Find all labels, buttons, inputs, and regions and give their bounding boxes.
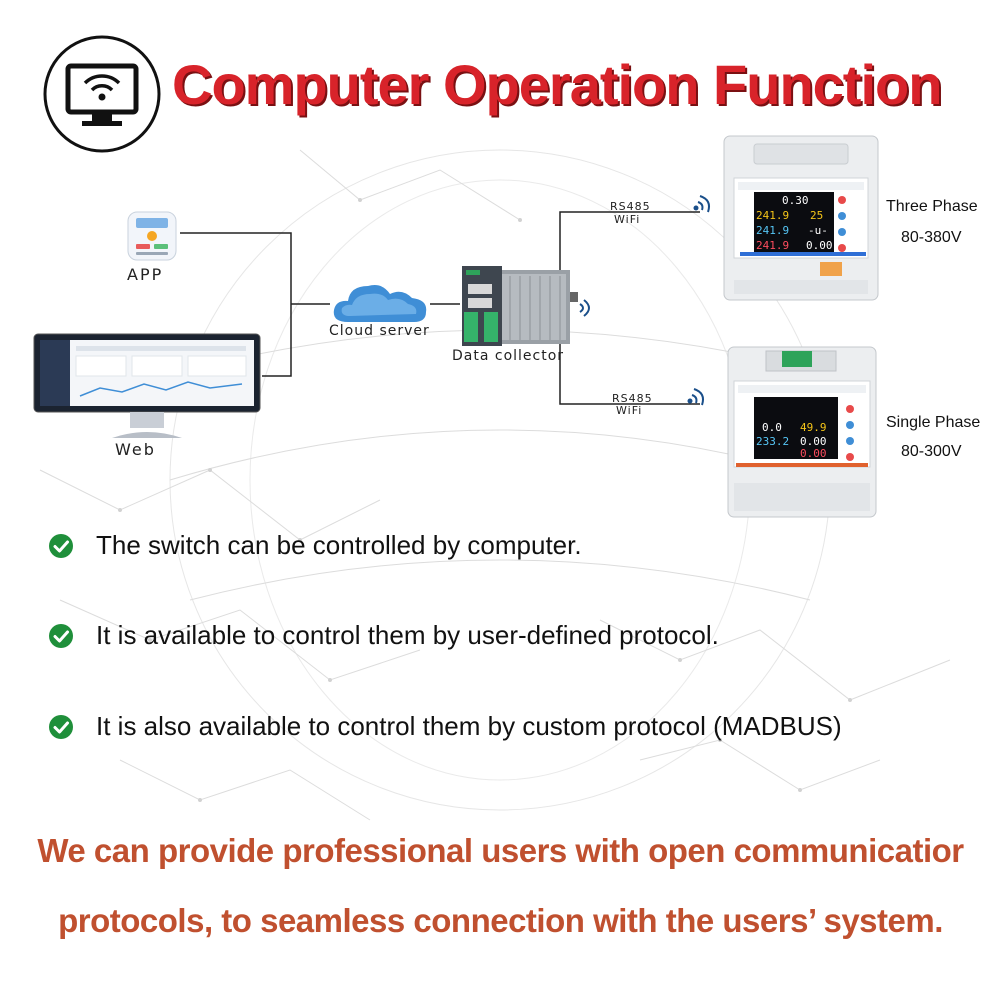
cloud-icon	[333, 285, 427, 322]
meter-top-reading-6: 0.00	[806, 239, 833, 252]
meter-bottom-reading-0: 0.0	[762, 421, 782, 434]
meter-top-reading-3: 241.9	[756, 224, 789, 237]
check-circle-icon	[49, 623, 73, 648]
feature-text: It is available to control them by user-…	[96, 620, 719, 650]
meter-top-reading-2: 25	[810, 209, 823, 222]
meter-bottom-reading-2: 233.2	[756, 435, 789, 448]
single-phase-name: Single Phase	[886, 414, 981, 431]
meter-top-reading-4: -u-	[808, 224, 828, 237]
feature-text: It is also available to control them by …	[96, 711, 842, 741]
single-phase-meter: 0.0 49.9 233.2 0.00 0.00	[727, 346, 877, 518]
check-circle-icon	[49, 714, 73, 739]
footer-line-1: We can provide professional users with o…	[37, 832, 964, 869]
three-phase-meter: 0.30 241.9 25 241.9 -u- 241.9 0.00	[723, 135, 879, 301]
meter-top-reading-5: 241.9	[756, 239, 789, 252]
three-phase-range: 80-380V	[901, 229, 962, 246]
single-phase-range: 80-300V	[901, 443, 962, 460]
link-bottom-protocol: RS485	[612, 392, 653, 405]
meter-bottom-reading-4: 0.00	[800, 447, 827, 460]
wifi-signal-icon	[693, 195, 710, 213]
data-collector-icon	[462, 266, 590, 346]
three-phase-name: Three Phase	[886, 198, 978, 215]
collector-label: Data collector	[452, 348, 565, 364]
app-phone-icon	[127, 211, 177, 261]
feature-text: The switch can be controlled by computer…	[96, 530, 582, 560]
monitor-wifi-icon	[43, 35, 161, 153]
meter-top-reading-1: 241.9	[756, 209, 789, 222]
web-monitor-icon	[33, 333, 261, 438]
link-top-protocol: RS485	[610, 200, 651, 213]
cloud-label: Cloud server	[329, 323, 430, 339]
check-circle-icon	[49, 533, 73, 558]
meter-bottom-reading-3: 0.00	[800, 435, 827, 448]
link-bottom-wireless: WiFi	[616, 404, 643, 417]
web-label: Web	[115, 440, 156, 459]
feature-item: It is available to control them by user-…	[48, 620, 719, 651]
wifi-signal-icon	[687, 388, 704, 406]
feature-item: The switch can be controlled by computer…	[48, 530, 582, 561]
footer-line-2: protocols, to seamless connection with t…	[58, 902, 943, 939]
feature-item: It is also available to control them by …	[48, 711, 842, 742]
app-label: APP	[127, 265, 164, 284]
link-top-wireless: WiFi	[614, 213, 641, 226]
meter-top-reading-0: 0.30	[782, 194, 809, 207]
meter-bottom-reading-1: 49.9	[800, 421, 827, 434]
page-title: Computer Operation Function	[172, 53, 942, 116]
